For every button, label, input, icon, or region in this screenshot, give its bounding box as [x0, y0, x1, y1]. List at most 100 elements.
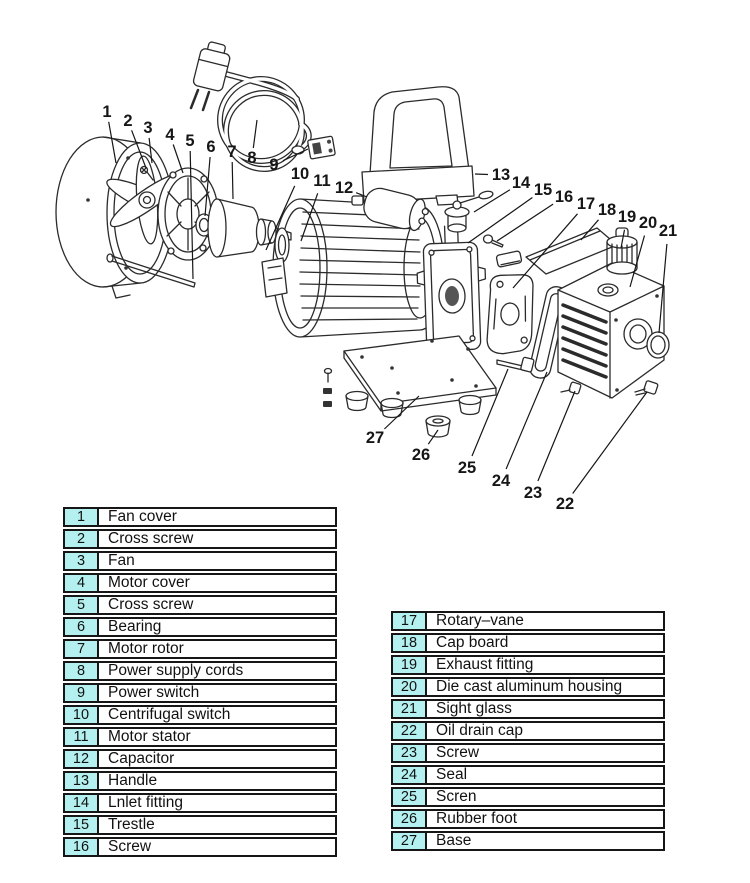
- part-number: 13: [65, 773, 99, 789]
- callout-24: 24: [492, 472, 511, 490]
- callout-5: 5: [185, 132, 194, 150]
- base-drawing: [343, 335, 497, 412]
- part-name: Die cast aluminum housing: [436, 678, 623, 695]
- callout-3: 3: [143, 119, 152, 137]
- rotary-vane-drawing: [486, 274, 534, 355]
- leader-line: [471, 368, 509, 457]
- part-number: 2: [65, 531, 99, 547]
- part-number: 7: [65, 641, 99, 657]
- callout-11: 11: [313, 172, 330, 190]
- part-number: 16: [65, 839, 99, 855]
- part-number: 4: [65, 575, 99, 591]
- callout-18: 18: [598, 201, 616, 219]
- leader-line: [467, 197, 533, 244]
- leader-line: [131, 130, 147, 169]
- callout-20: 20: [639, 214, 657, 232]
- part-name: Lnlet fitting: [108, 794, 183, 811]
- callout-19: 19: [618, 208, 636, 226]
- callout-12: 12: [335, 179, 353, 197]
- screw-25-drawing: [496, 356, 535, 373]
- part-number: 5: [65, 597, 99, 613]
- leader-line: [496, 203, 554, 242]
- part-name: Power switch: [108, 684, 200, 701]
- callout-22: 22: [556, 495, 574, 513]
- callout-16: 16: [555, 188, 573, 206]
- part-name: Rotary–vane: [436, 612, 524, 629]
- leader-line: [512, 213, 578, 289]
- part-name: Cap board: [436, 634, 509, 651]
- leader-line: [355, 192, 368, 198]
- capacitor-drawing: [363, 187, 429, 232]
- part-name: Fan cover: [108, 508, 177, 525]
- cross-screw-2-drawing: [139, 165, 154, 181]
- table-row: 22 Oil drain cap: [391, 721, 665, 741]
- trestle-drawing: [416, 225, 487, 352]
- table-row: 7 Motor rotor: [63, 639, 337, 659]
- part-number: 3: [65, 553, 99, 569]
- exhaust-fitting-drawing: [606, 227, 638, 275]
- part-name: Trestle: [108, 816, 155, 833]
- part-name: Oil drain cap: [436, 722, 524, 739]
- callout-10: 10: [291, 165, 309, 183]
- leader-line: [231, 161, 234, 200]
- part-number: 9: [65, 685, 99, 701]
- fan-cover-drawing: [55, 136, 174, 299]
- table-row: 15 Trestle: [63, 815, 337, 835]
- base-feet-drawing: [345, 390, 482, 419]
- slide-plate-drawing: [495, 250, 523, 268]
- power-supply-cords-drawing: [189, 41, 312, 172]
- callout-25: 25: [458, 459, 476, 477]
- table-row: 14 Lnlet fitting: [63, 793, 337, 813]
- part-name: Motor stator: [108, 728, 191, 745]
- part-number: 22: [393, 723, 427, 739]
- part-name: Seal: [436, 766, 468, 783]
- base-fasteners-drawing: [323, 367, 333, 407]
- part-number: 6: [65, 619, 99, 635]
- part-name: Motor rotor: [108, 640, 184, 657]
- leader-line: [505, 371, 548, 470]
- leader-line: [252, 119, 258, 149]
- power-switch-drawing: [307, 135, 336, 160]
- part-name: Handle: [108, 772, 158, 789]
- callout-2: 2: [123, 112, 132, 130]
- part-number: 8: [65, 663, 99, 679]
- leader-line: [172, 144, 184, 174]
- callout-26: 26: [412, 446, 430, 464]
- part-number: 15: [65, 817, 99, 833]
- part-number: 14: [65, 795, 99, 811]
- callout-9: 9: [269, 156, 278, 174]
- centrifugal-switch-drawing: [261, 227, 290, 298]
- leader-line: [108, 121, 117, 164]
- callout-6: 6: [206, 138, 215, 156]
- leader-line: [620, 229, 626, 249]
- part-name: Exhaust fitting: [436, 656, 534, 673]
- part-name: Base: [436, 832, 472, 849]
- callout-17: 17: [577, 195, 595, 213]
- power-plug-drawing: [192, 41, 231, 92]
- part-name: Capacitor: [108, 750, 175, 767]
- motor-rotor-drawing: [207, 198, 292, 258]
- part-name: Cross screw: [108, 596, 194, 613]
- part-number: 24: [393, 767, 427, 783]
- screw-23-drawing: [560, 381, 582, 395]
- part-name: Screw: [436, 744, 480, 761]
- table-row: 5 Cross screw: [63, 595, 337, 615]
- sight-glass-drawing: [646, 331, 670, 359]
- rubber-foot-26-drawing: [425, 415, 451, 438]
